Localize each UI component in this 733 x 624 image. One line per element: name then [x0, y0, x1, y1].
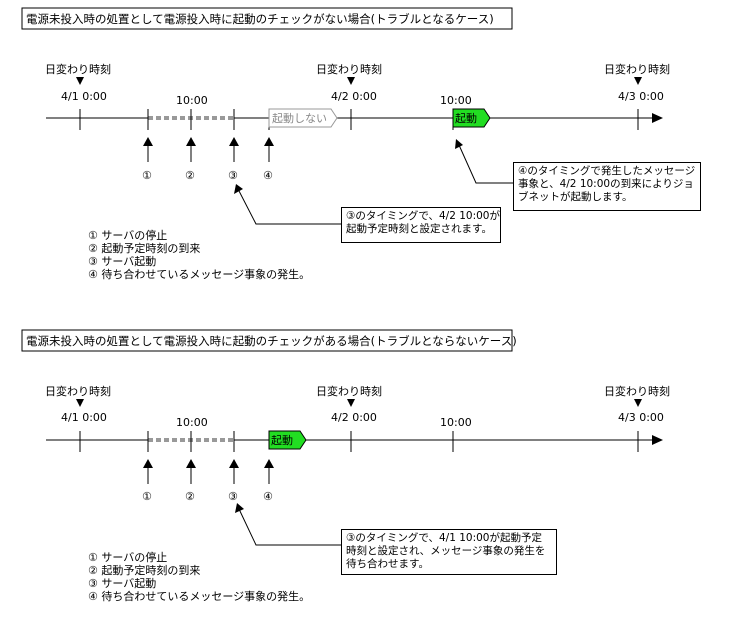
date-label: 4/1 0:00: [61, 90, 107, 103]
diagram-2: 電源未投入時の処置として電源投入時に起動のチェックがある場合(トラブルとならない…: [21, 329, 670, 546]
callout-line: ④のタイミングで発生したメッセージ: [518, 165, 696, 177]
legend-item: ② 起動予定時刻の到来: [88, 564, 201, 577]
up-arrow-icon: [229, 137, 239, 146]
date-label: 4/3 0:00: [618, 411, 664, 424]
date-label: 4/2 0:00: [331, 90, 377, 103]
start-marker: [452, 108, 491, 128]
diagram-1-title-box: [21, 7, 513, 30]
day-change-label: 日変わり時刻: [45, 384, 111, 398]
day-change-label: 日変わり時刻: [604, 384, 670, 398]
no-start-marker: [268, 108, 338, 128]
down-triangle-icon: [76, 399, 84, 407]
legend-item: ① サーバの停止: [88, 551, 168, 564]
up-arrow-icon: [229, 459, 239, 468]
legend-item: ④ 待ち合わせているメッセージ事象の発生。: [88, 590, 311, 603]
callout-a-connector: [238, 508, 341, 546]
diagram-2-legend: ① サーバの停止 ② 起動予定時刻の到来 ③ サーバ起動 ④ 待ち合わせているメ…: [88, 551, 310, 603]
up-arrow-icon: [264, 459, 274, 468]
up-arrow-icon: [143, 137, 153, 146]
marker-number: ③: [228, 169, 238, 182]
callout-line: 時刻と設定され、メッセージ事象の発生を: [346, 545, 546, 557]
connector-arrowhead-icon: [235, 503, 244, 513]
diagram-1-legend: ① サーバの停止 ② 起動予定時刻の到来 ③ サーバ起動 ④ 待ち合わせているメ…: [88, 229, 310, 281]
no-start-label: 起動しない: [272, 111, 327, 125]
diagram-2-callout-a: ③のタイミングで、4/1 10:00が起動予定 時刻と設定され、メッセージ事象の…: [341, 529, 557, 575]
legend-item: ② 起動予定時刻の到来: [88, 242, 201, 255]
diagram-2-title-box: [21, 329, 513, 352]
marker-number: ②: [185, 490, 195, 503]
diagram-1-callout-a: ③のタイミングで、4/2 10:00が 起動予定時刻と設定されます。: [341, 207, 501, 243]
callout-a-connector: [237, 188, 341, 225]
diagram-1-title: 電源未投入時の処置として電源投入時に起動のチェックがない場合(トラブルとなるケー…: [26, 12, 494, 26]
start-label: 起動: [271, 433, 293, 447]
callout-line: 起動予定時刻と設定されます。: [346, 223, 492, 235]
down-triangle-icon: [347, 77, 355, 85]
marker-number: ①: [142, 169, 152, 182]
up-arrow-icon: [186, 459, 196, 468]
diagram-2-title: 電源未投入時の処置として電源投入時に起動のチェックがある場合(トラブルとならない…: [26, 334, 517, 348]
diagram-1-callout-b: ④のタイミングで発生したメッセージ 事象と、4/2 10:00の到来によりジョ …: [513, 162, 701, 211]
diagram-1: 電源未投入時の処置として電源投入時に起動のチェックがない場合(トラブルとなるケー…: [21, 7, 670, 225]
legend-item: ④ 待ち合わせているメッセージ事象の発生。: [88, 268, 311, 281]
marker-number: ②: [185, 169, 195, 182]
date-label: 4/2 0:00: [331, 411, 377, 424]
callout-line: 事象と、4/2 10:00の到来によりジョ: [518, 178, 694, 190]
connector-arrowhead-icon: [234, 184, 243, 194]
legend-item: ③ サーバ起動: [88, 577, 157, 590]
marker-number: ③: [228, 490, 238, 503]
day-change-label: 日変わり時刻: [604, 62, 670, 76]
date-label: 4/3 0:00: [618, 90, 664, 103]
connector-arrowhead-icon: [455, 139, 463, 149]
date-label: 4/1 0:00: [61, 411, 107, 424]
timeline-arrow-icon: [652, 435, 663, 445]
start-label: 起動: [455, 111, 477, 125]
day-change-label: 日変わり時刻: [316, 384, 382, 398]
time-label: 10:00: [176, 94, 208, 107]
up-arrow-icon: [143, 459, 153, 468]
time-label: 10:00: [440, 94, 472, 107]
callout-line: ③のタイミングで、4/2 10:00が: [346, 210, 500, 222]
marker-number: ④: [263, 169, 273, 182]
marker-number: ④: [263, 490, 273, 503]
callout-b-connector: [458, 144, 513, 184]
timeline-arrow-icon: [652, 113, 663, 123]
callout-line: 待ち合わせます。: [346, 558, 429, 570]
start-marker: [268, 430, 307, 450]
down-triangle-icon: [347, 399, 355, 407]
callout-line: ③のタイミングで、4/1 10:00が起動予定: [346, 532, 542, 544]
up-arrow-icon: [186, 137, 196, 146]
callout-line: ブネットが起動します。: [518, 191, 633, 203]
time-label: 10:00: [440, 416, 472, 429]
down-triangle-icon: [634, 399, 642, 407]
day-change-label: 日変わり時刻: [316, 62, 382, 76]
legend-item: ③ サーバ起動: [88, 255, 157, 268]
down-triangle-icon: [634, 77, 642, 85]
down-triangle-icon: [76, 77, 84, 85]
up-arrow-icon: [264, 137, 274, 146]
legend-item: ① サーバの停止: [88, 229, 168, 242]
marker-number: ①: [142, 490, 152, 503]
day-change-label: 日変わり時刻: [45, 62, 111, 76]
time-label: 10:00: [176, 416, 208, 429]
